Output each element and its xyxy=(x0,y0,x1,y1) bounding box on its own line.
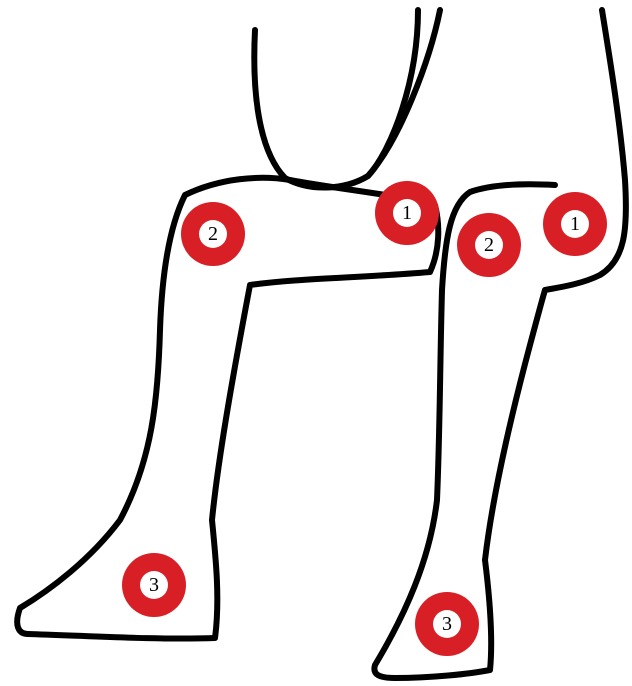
marker-label: 1 xyxy=(402,202,412,224)
marker-back-ankle: 3 xyxy=(415,592,479,656)
marker-front-ankle: 3 xyxy=(122,553,186,617)
marker-label: 2 xyxy=(208,223,218,245)
marker-label: 2 xyxy=(484,234,494,256)
marker-back-knee: 2 xyxy=(457,213,521,277)
marker-front-thigh: 1 xyxy=(375,181,439,245)
marker-back-thigh: 1 xyxy=(543,192,607,256)
marker-label: 1 xyxy=(570,213,580,235)
marker-label: 3 xyxy=(149,574,159,596)
torso-outline xyxy=(254,10,418,188)
marker-front-knee: 2 xyxy=(181,202,245,266)
marker-label: 3 xyxy=(442,613,452,635)
